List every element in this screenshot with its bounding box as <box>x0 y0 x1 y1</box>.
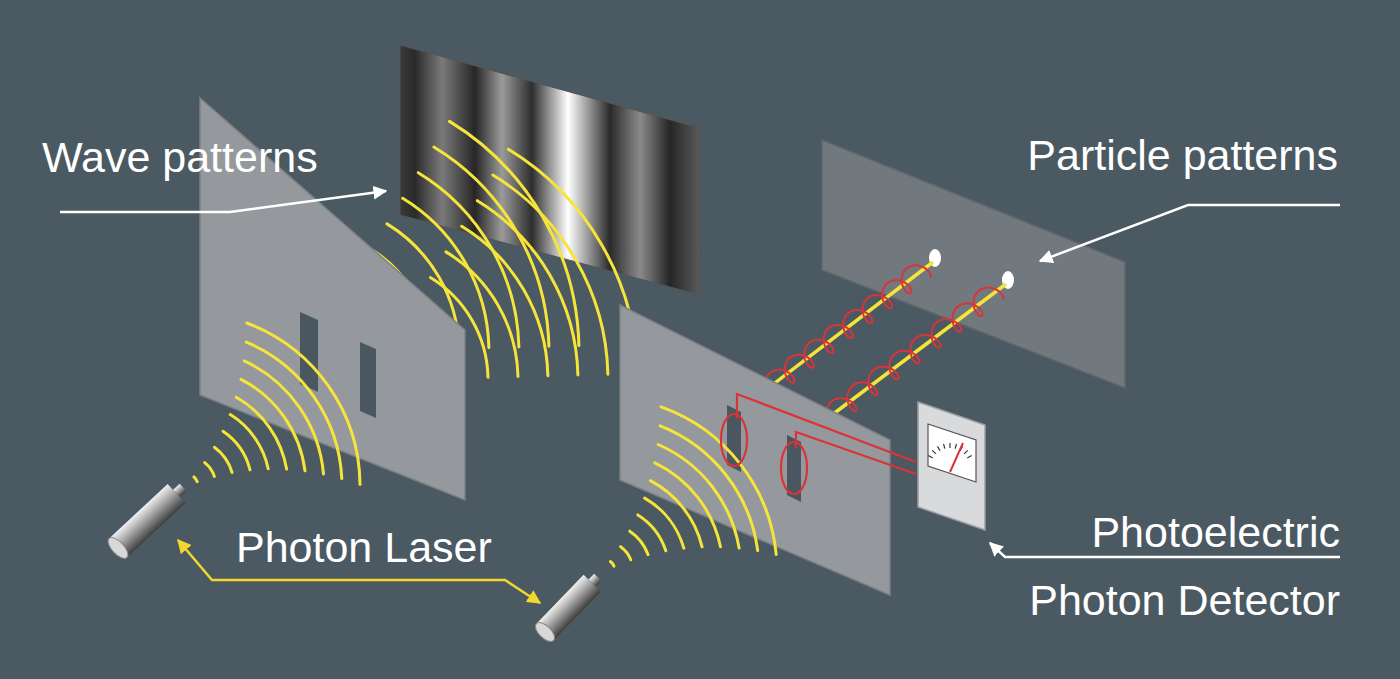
detector-ring <box>781 442 807 494</box>
meter-needle <box>950 443 963 472</box>
label-text: Photoelectric Photon Detector <box>1000 498 1340 634</box>
dial-ticks <box>928 443 971 458</box>
wave-arc <box>509 149 638 373</box>
dial-tick <box>932 450 936 454</box>
wave-arc <box>661 407 776 555</box>
wave-arc <box>246 342 341 479</box>
detector-wire <box>796 432 916 474</box>
interference-screen <box>400 45 700 295</box>
laser-nozzle <box>173 484 186 497</box>
wave-arc <box>244 361 323 474</box>
slit <box>300 312 318 392</box>
laser <box>532 569 606 645</box>
detector-ring <box>721 414 747 466</box>
label-text: Wave patterns <box>42 132 318 182</box>
label-text: Photon Laser <box>236 522 492 572</box>
dial-tick <box>938 446 941 450</box>
wave-arc <box>638 515 666 551</box>
laser-nozzle <box>589 574 602 587</box>
wave-arc <box>241 379 305 471</box>
wave-arc <box>655 463 721 547</box>
leader-line <box>60 191 386 212</box>
laser <box>105 478 192 562</box>
wave-arc <box>630 531 648 555</box>
wave-arc <box>223 431 250 470</box>
wave-arc <box>230 415 268 469</box>
laser-end <box>105 534 132 561</box>
dial-tick <box>955 444 956 449</box>
detector-wire <box>737 394 916 462</box>
dial-tick <box>949 443 950 448</box>
wave-arc <box>621 547 631 560</box>
incident-waves <box>610 407 776 566</box>
wave-arc <box>660 426 758 551</box>
wave-arc <box>477 201 578 375</box>
wave-arc <box>462 226 548 375</box>
wave-arc <box>205 463 215 477</box>
incident-waves <box>194 323 360 485</box>
wave-arc <box>214 447 232 472</box>
wave-arc <box>645 498 684 548</box>
meter-body <box>918 402 985 530</box>
wave-arc <box>194 477 197 482</box>
leader-line <box>1040 205 1340 261</box>
meter-dial <box>928 424 976 482</box>
laser-end <box>532 619 558 644</box>
dial-tick <box>944 444 945 449</box>
dial-tick <box>967 456 971 459</box>
wave-arc <box>650 481 702 547</box>
label-text: Particle patterns <box>1027 130 1338 180</box>
dial-tick <box>964 450 968 454</box>
wave-arc <box>493 175 608 374</box>
dial-tick <box>928 456 932 459</box>
wave-arc <box>610 562 614 567</box>
wave-arc <box>247 323 360 485</box>
slit <box>360 342 376 418</box>
